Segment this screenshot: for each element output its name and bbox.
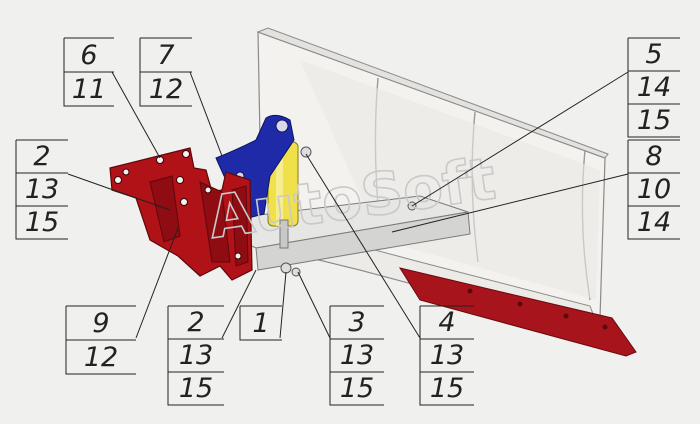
callout-frame — [419, 305, 474, 406]
callout-frame — [627, 139, 680, 240]
leader-line-c6 — [135, 227, 179, 339]
leader-line-c9 — [297, 271, 331, 339]
callout-number: 6 — [80, 40, 97, 71]
callout-number: 15 — [179, 373, 213, 404]
callout-number: 2 — [33, 141, 50, 172]
cutting-edge-bolts — [467, 288, 608, 330]
callout-number: 7 — [157, 40, 174, 71]
callout-number: 15 — [340, 373, 374, 404]
leader-line-c1 — [111, 71, 161, 159]
callout-number: 1 — [252, 308, 269, 339]
callout-number: 3 — [348, 307, 365, 338]
callout-number: 10 — [637, 174, 671, 205]
callout-number: 14 — [637, 72, 671, 103]
callout-number: 12 — [149, 74, 183, 105]
callout-c6: 912 — [65, 305, 136, 375]
leader-lines — [67, 71, 629, 339]
callout-number: 9 — [92, 308, 109, 339]
leader-line-c4 — [411, 71, 629, 207]
blade-shade — [300, 60, 600, 300]
leader-line-c3 — [67, 173, 171, 211]
callout-frame — [329, 305, 384, 406]
callout-number: 5 — [645, 39, 662, 70]
callout-number: 11 — [72, 74, 106, 105]
leader-line-c10 — [305, 153, 421, 339]
callout-frame — [15, 139, 68, 240]
callout-frame — [139, 37, 192, 107]
callout-frame — [63, 37, 114, 107]
callout-number: 12 — [84, 342, 118, 373]
callout-number: 13 — [25, 174, 59, 205]
callout-number: 13 — [430, 340, 464, 371]
callout-number: 15 — [637, 105, 671, 136]
callout-number: 15 — [430, 373, 464, 404]
leader-line-c5 — [391, 173, 629, 233]
callout-frame — [627, 37, 680, 138]
leader-line-c7 — [221, 269, 257, 339]
blade-top-lip — [256, 27, 609, 159]
leader-line-c2 — [189, 71, 223, 157]
mounting-frame — [109, 147, 253, 281]
leader-line-c8 — [279, 271, 287, 339]
callout-number: 13 — [340, 340, 374, 371]
callout-number: 15 — [25, 207, 59, 238]
callout-frame — [65, 305, 136, 375]
callout-number: 14 — [637, 207, 671, 238]
callout-number: 8 — [645, 141, 662, 172]
callout-c2: 712 — [139, 37, 192, 107]
callout-c1: 611 — [63, 37, 114, 107]
callout-frame — [239, 305, 282, 341]
callout-number: 2 — [187, 307, 204, 338]
pins — [280, 146, 417, 277]
callout-c8: 1 — [239, 305, 282, 341]
callout-number: 4 — [438, 307, 455, 338]
cutting-edge — [398, 267, 637, 357]
callout-frame — [167, 305, 224, 406]
callout-number: 13 — [179, 340, 213, 371]
